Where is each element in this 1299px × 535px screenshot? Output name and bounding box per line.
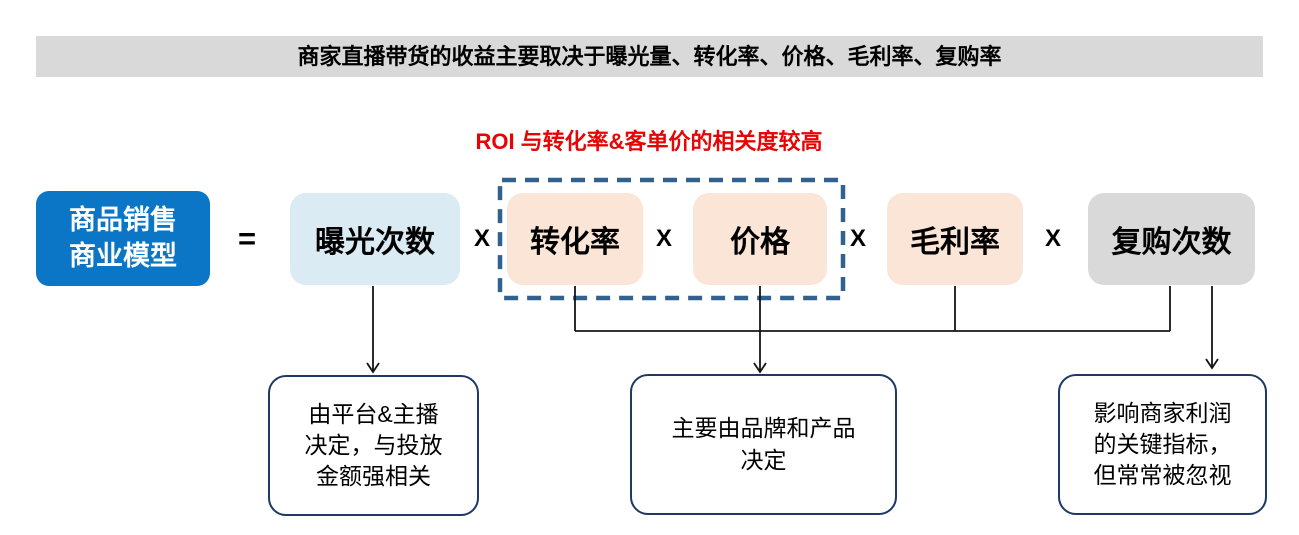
arrowhead-merged — [753, 362, 767, 374]
note-exposure-box: 由平台&主播 决定，与投放 金额强相关 — [268, 375, 479, 516]
term-repurchase-box: 复购次数 — [1088, 193, 1255, 285]
arrowhead-exposure — [366, 362, 380, 374]
note-price-box: 主要由品牌和产品 决定 — [630, 374, 897, 515]
equals-sign: = — [237, 221, 257, 256]
banner-title: 商家直播带货的收益主要取决于曝光量、转化率、价格、毛利率、复购率 — [36, 36, 1263, 77]
term-exposure-box: 曝光次数 — [290, 193, 460, 285]
term-margin-box: 毛利率 — [887, 193, 1023, 285]
term-conversion-box: 转化率 — [507, 193, 643, 285]
result-box: 商品销售 商业模型 — [36, 191, 210, 286]
note-repurchase-box: 影响商家利润 的关键指标， 但常常被忽视 — [1058, 374, 1267, 515]
roi-callout: ROI 与转化率&客单价的相关度较高 — [475, 129, 823, 154]
multiply-sign-3: X — [849, 225, 866, 252]
multiply-sign-2: X — [655, 225, 672, 252]
arrowhead-repurchase — [1205, 358, 1219, 370]
multiply-sign-4: X — [1044, 225, 1061, 252]
multiply-sign-1: X — [473, 225, 490, 252]
term-price-box: 价格 — [693, 193, 827, 285]
